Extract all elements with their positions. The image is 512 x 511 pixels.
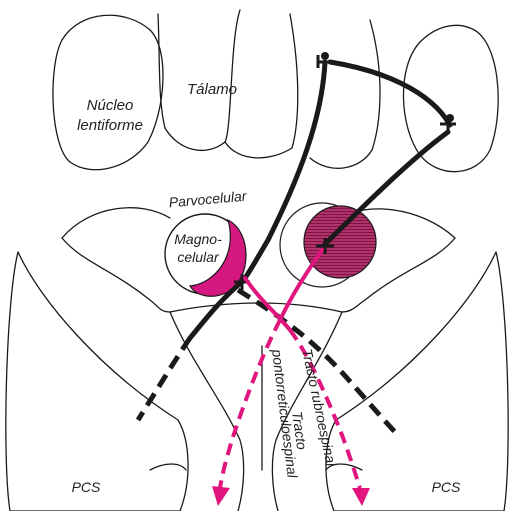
- synapse-bouton: [321, 52, 329, 60]
- lenticular-nucleus-left-outline: [53, 15, 163, 169]
- magenta-arrowhead: [212, 486, 230, 506]
- midbrain-outline: [62, 208, 170, 238]
- thalamus-outline: [370, 20, 380, 150]
- magno-label: Magno-: [174, 231, 222, 247]
- thalamus-outline: [225, 142, 292, 158]
- magenta-pathway-dashed: [220, 320, 280, 488]
- lenticular-nucleus-right-outline: [403, 25, 498, 171]
- lentiforme-label: lentiforme: [77, 117, 143, 134]
- thalamus-outline: [290, 14, 298, 148]
- midbrain-outline: [62, 238, 170, 312]
- thalamus-outline: [310, 150, 372, 168]
- parvocelular-label: Parvocelular: [168, 188, 248, 211]
- pcs-right-label: PCS: [432, 479, 461, 495]
- celular-label: celular: [177, 249, 220, 265]
- red-nucleus-right: [304, 206, 376, 278]
- pcs-left-label: PCS: [72, 479, 101, 495]
- synapse-bouton: [446, 114, 454, 122]
- nucleo-label: Núcleo: [87, 97, 134, 114]
- black-pathway: [325, 132, 448, 244]
- talamo-label: Tálamo: [187, 81, 237, 98]
